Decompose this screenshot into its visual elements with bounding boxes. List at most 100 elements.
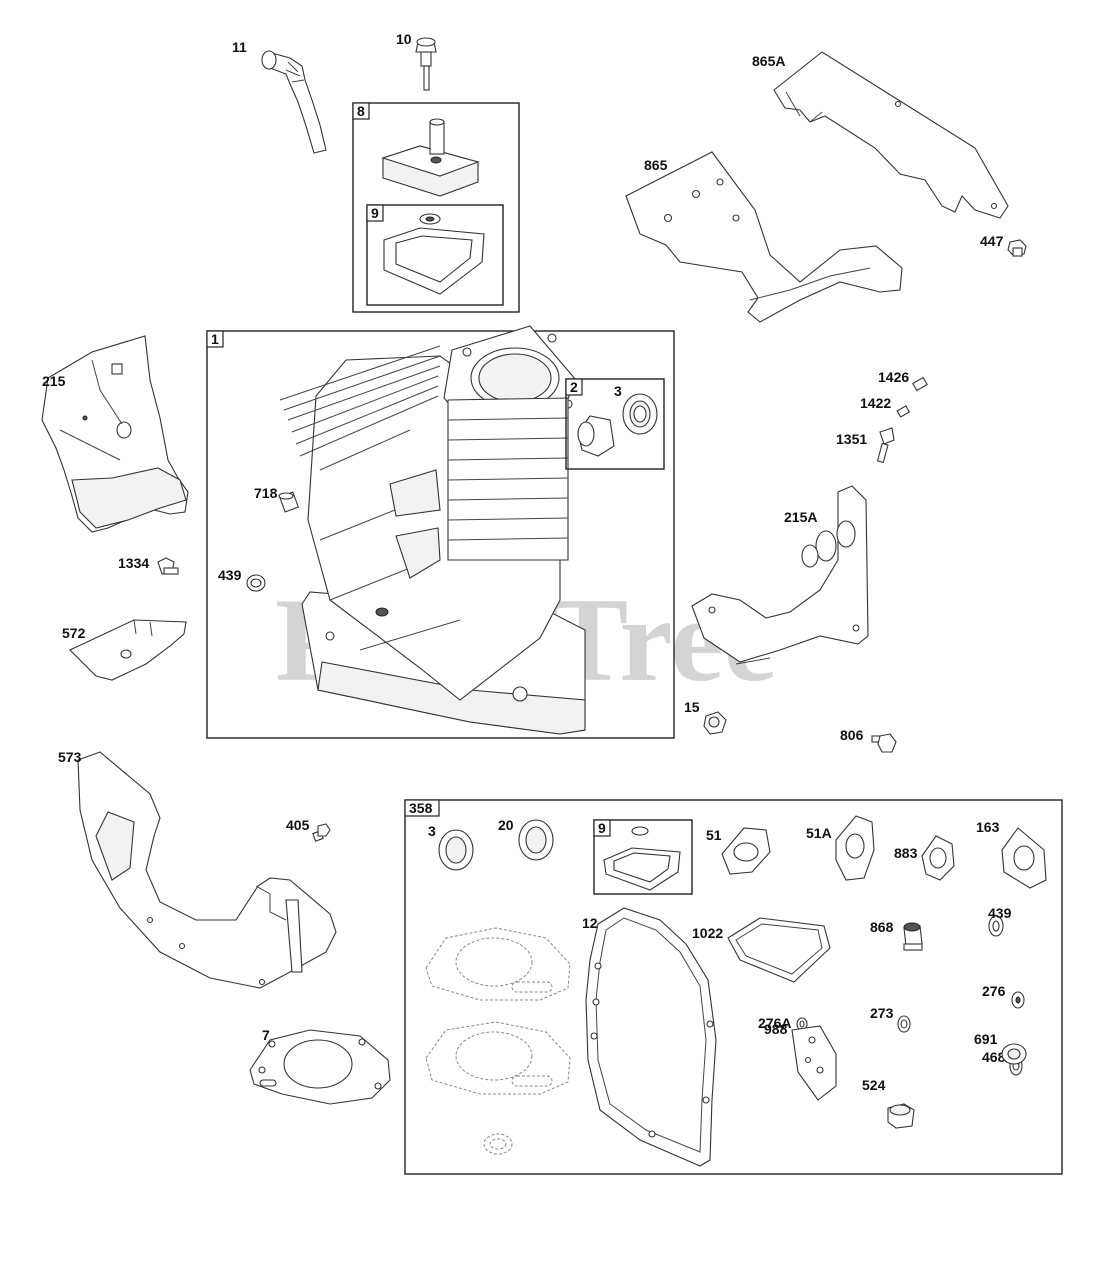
label-439-top: 439: [218, 567, 242, 583]
part-gasket-51[interactable]: [721, 827, 771, 875]
part-blower-housing-573[interactable]: [77, 751, 337, 989]
label-691: 691: [974, 1031, 998, 1047]
part-bolt-447[interactable]: [1007, 239, 1027, 257]
label-405: 405: [286, 817, 310, 833]
part-gasket-988[interactable]: [791, 1025, 837, 1101]
part-washer-outline[interactable]: [483, 1133, 513, 1155]
part-washer-273[interactable]: [897, 1015, 911, 1033]
part-oil-seal-3-top[interactable]: [622, 393, 658, 435]
label-572: 572: [62, 625, 86, 641]
kit-tag-2: [565, 378, 583, 396]
part-shield-865[interactable]: [625, 151, 903, 323]
label-865: 865: [644, 157, 668, 173]
part-head-gasket-outline-upper[interactable]: [425, 927, 571, 1001]
kit-tag-1: [206, 330, 224, 348]
label-718: 718: [254, 485, 278, 501]
part-crankcase-gasket-12[interactable]: [585, 907, 717, 1167]
part-screw-10[interactable]: [415, 37, 437, 91]
kit-box-2: [565, 378, 665, 470]
part-bolt-806[interactable]: [871, 733, 897, 753]
label-1351: 1351: [836, 431, 867, 447]
part-head-gasket-outline-lower[interactable]: [425, 1021, 571, 1095]
part-breather-tube[interactable]: [261, 50, 327, 154]
part-fitting-1422[interactable]: [896, 405, 911, 418]
part-shroud-215[interactable]: [41, 335, 189, 533]
label-15: 15: [684, 699, 700, 715]
kit-box-9-top: [366, 204, 504, 306]
part-bolt-405[interactable]: [312, 823, 331, 842]
part-valve-1351[interactable]: [876, 427, 895, 464]
label-447: 447: [980, 233, 1004, 249]
kit-label-8: 8: [357, 103, 365, 119]
part-crankcase-cylinder-block[interactable]: [279, 325, 586, 735]
part-gasket-163[interactable]: [1001, 827, 1047, 889]
label-1426: 1426: [878, 369, 909, 385]
part-dowel-718[interactable]: [278, 491, 300, 513]
label-1422: 1422: [860, 395, 891, 411]
part-breather-gasket-kit[interactable]: [603, 826, 681, 891]
kit-box-8: [352, 102, 520, 313]
part-breather-gasket-top[interactable]: [383, 213, 485, 295]
label-51A: 51A: [806, 825, 832, 841]
part-valve-seal-868[interactable]: [903, 922, 923, 951]
label-468: 468: [982, 1049, 1006, 1065]
part-oil-seal-20[interactable]: [518, 819, 554, 861]
part-fitting-1426[interactable]: [912, 376, 928, 392]
label-868: 868: [870, 919, 894, 935]
part-oil-seal-3-kit[interactable]: [438, 829, 474, 871]
part-nut-15[interactable]: [703, 711, 727, 735]
part-bracket-215A[interactable]: [691, 485, 869, 665]
kit-tag-9-kit: [593, 819, 611, 837]
part-gasket-1022[interactable]: [727, 917, 831, 983]
label-439-kit: 439: [988, 905, 1012, 921]
label-3-top: 3: [614, 383, 622, 399]
kit-box-358: [404, 799, 1063, 1175]
kit-tag-358: [404, 799, 440, 817]
label-215A: 215A: [784, 509, 817, 525]
label-573: 573: [58, 749, 82, 765]
label-215: 215: [42, 373, 66, 389]
label-276: 276: [982, 983, 1006, 999]
part-washer-439-kit[interactable]: [988, 915, 1004, 937]
label-883: 883: [894, 845, 918, 861]
kit-tag-8: [352, 102, 370, 120]
part-gasket-51A[interactable]: [835, 815, 875, 881]
label-524: 524: [862, 1077, 886, 1093]
label-806: 806: [840, 727, 864, 743]
kit-label-9-top: 9: [371, 205, 379, 221]
part-washer-439-top[interactable]: [246, 574, 266, 592]
part-seal-691[interactable]: [1001, 1043, 1027, 1065]
part-head-gasket-7[interactable]: [249, 1029, 391, 1105]
label-12: 12: [582, 915, 598, 931]
label-7: 7: [262, 1027, 270, 1043]
label-163: 163: [976, 819, 1000, 835]
label-988: 988: [764, 1021, 788, 1037]
part-bracket-572[interactable]: [69, 619, 187, 681]
part-shield-865A[interactable]: [773, 51, 1009, 219]
kit-tag-9-top: [366, 204, 384, 222]
label-11: 11: [232, 39, 247, 55]
label-3-kit: 3: [428, 823, 436, 839]
kit-label-9-kit: 9: [598, 820, 606, 836]
kit-box-9-kit: [593, 819, 693, 895]
part-breather-cover[interactable]: [381, 118, 480, 197]
part-plug-524[interactable]: [887, 1103, 915, 1129]
label-1334: 1334: [118, 555, 149, 571]
label-10: 10: [396, 31, 412, 47]
kit-box-1: [206, 330, 675, 739]
part-gasket-883[interactable]: [921, 835, 955, 881]
kit-label-1: 1: [211, 331, 219, 347]
label-865A: 865A: [752, 53, 785, 69]
label-20: 20: [498, 817, 514, 833]
label-273: 273: [870, 1005, 894, 1021]
label-1022: 1022: [692, 925, 723, 941]
kit-label-358: 358: [409, 800, 433, 816]
label-276A: 276A: [758, 1015, 791, 1031]
part-bolt-1334[interactable]: [157, 557, 179, 575]
part-washer-276A[interactable]: [796, 1017, 808, 1031]
part-washer-276[interactable]: [1011, 991, 1025, 1009]
part-sleeve-bearing[interactable]: [577, 415, 615, 457]
kit-label-2: 2: [570, 379, 578, 395]
label-51: 51: [706, 827, 722, 843]
